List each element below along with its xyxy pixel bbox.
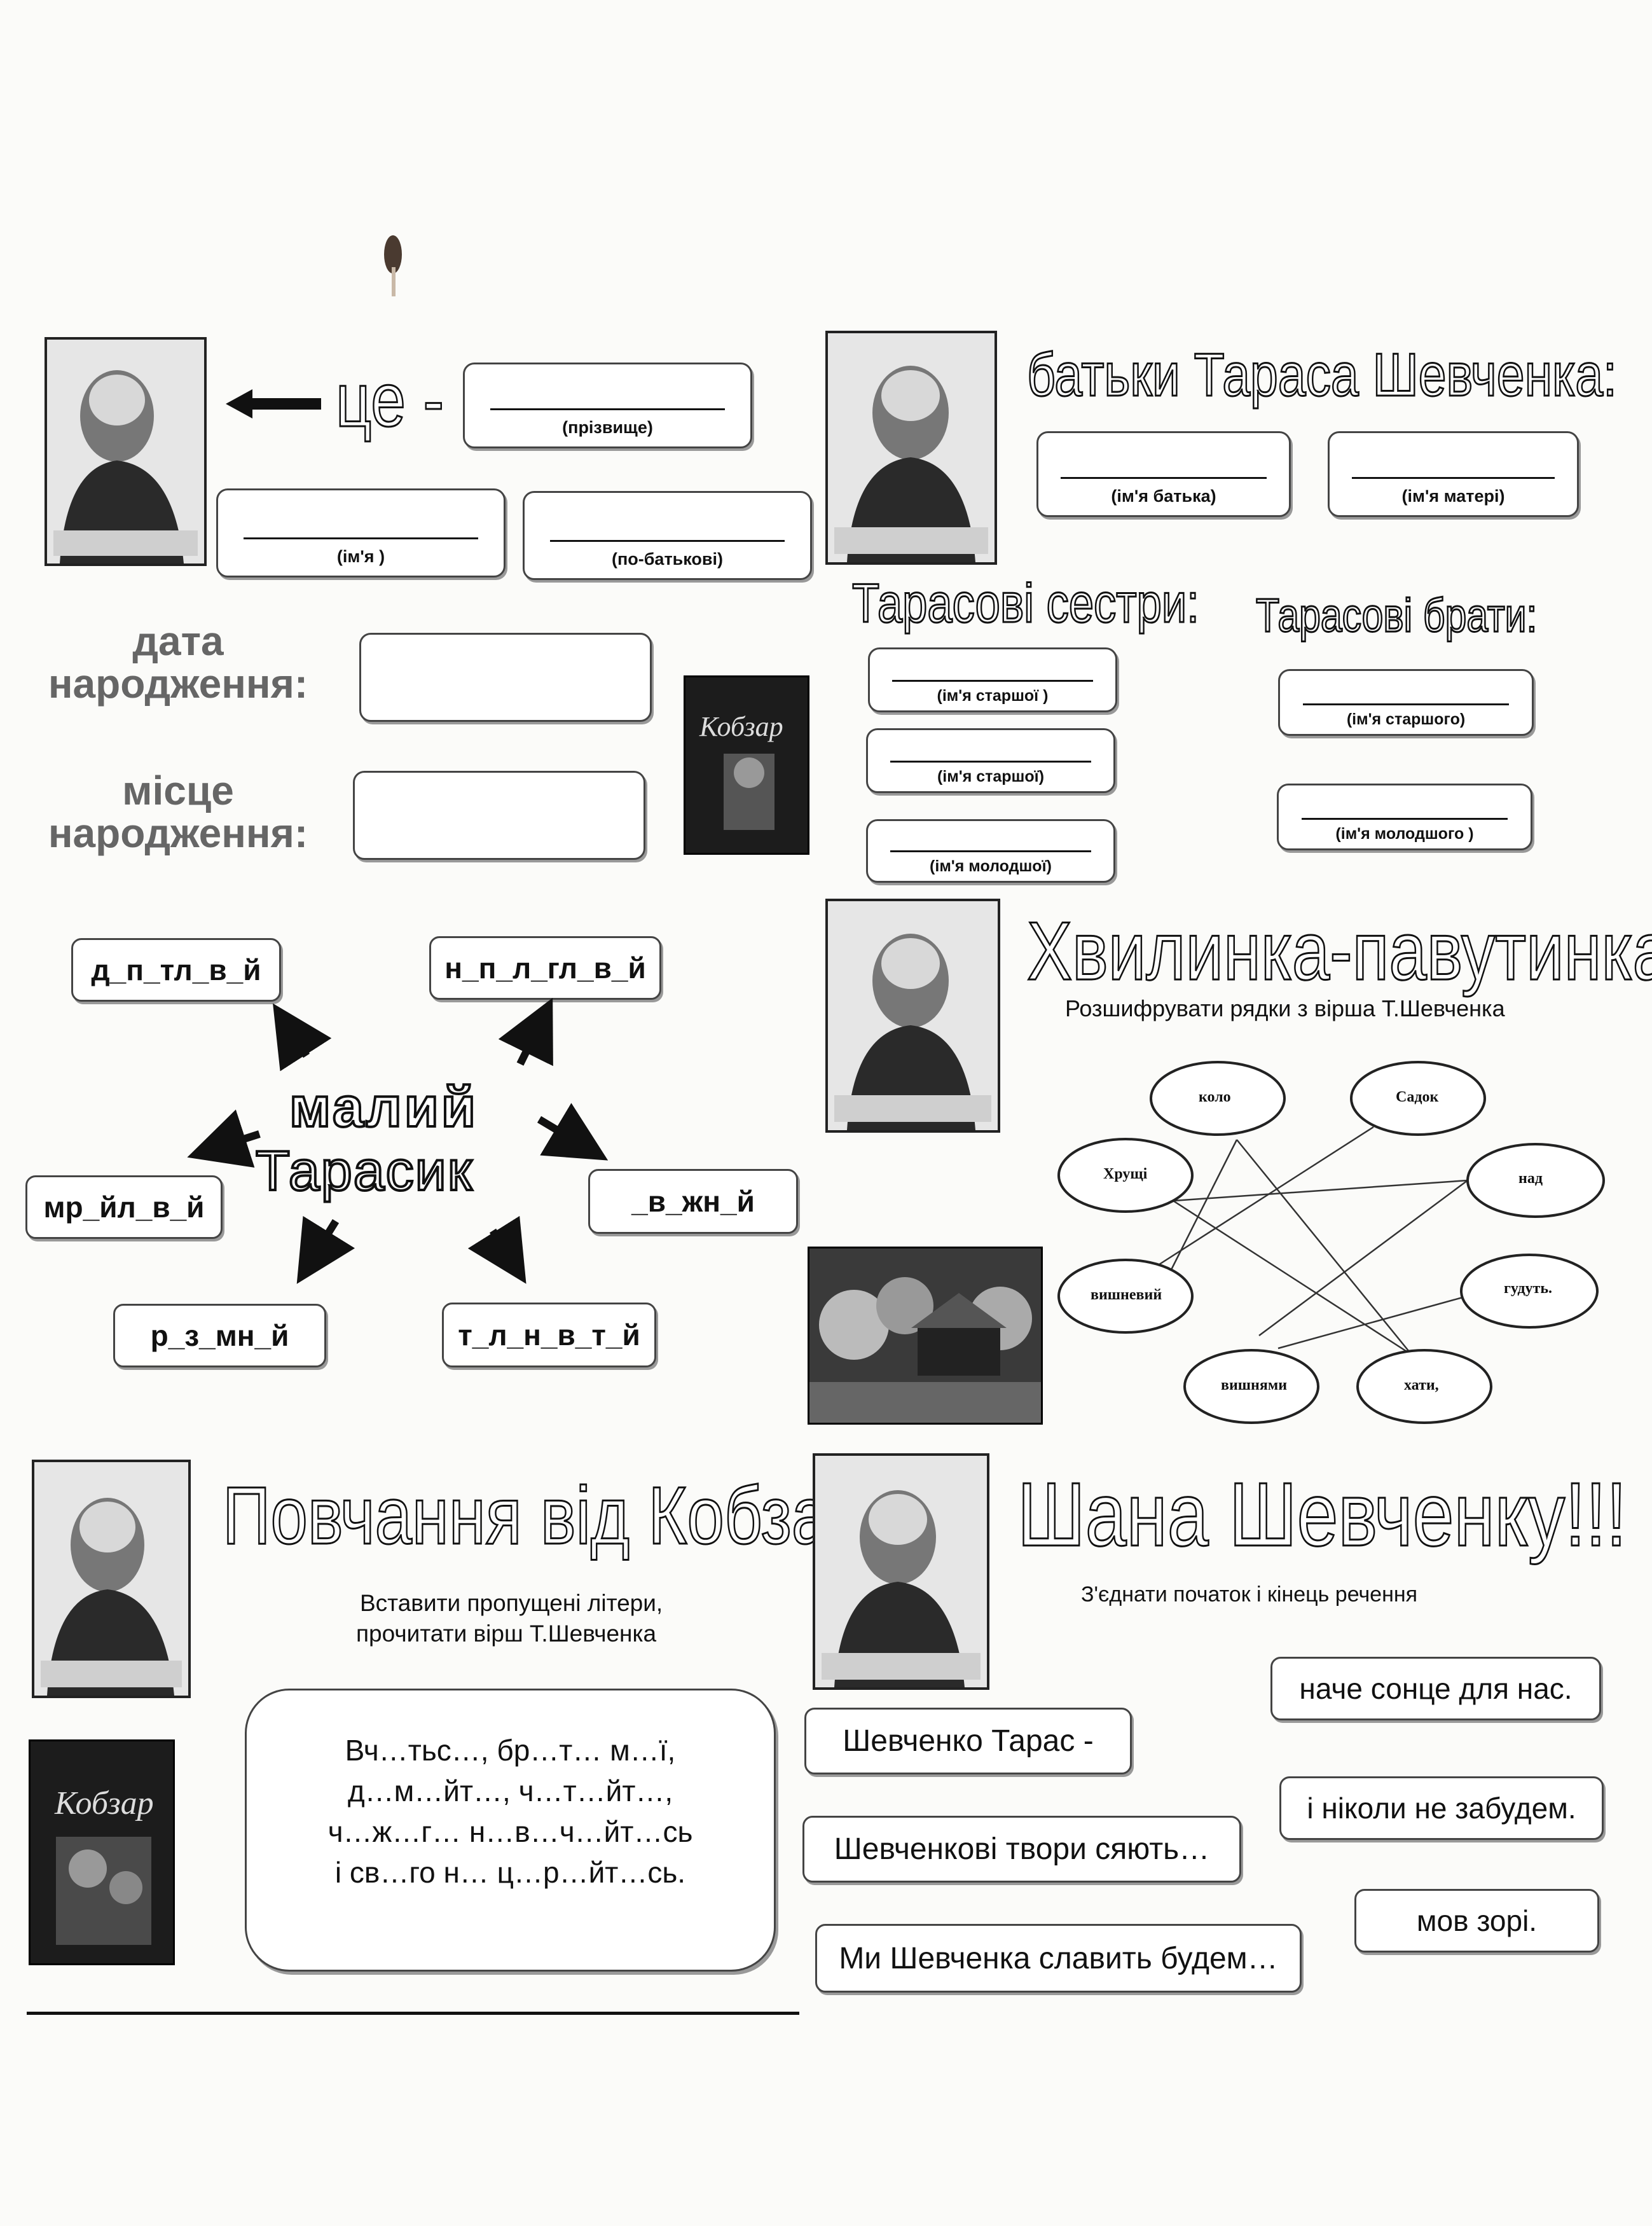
web-node: коло	[1199, 1089, 1231, 1105]
web-node: вишнями	[1221, 1377, 1288, 1393]
mother-caption: (ім'я матері)	[1401, 487, 1505, 506]
word-box[interactable]: мр_йл_в_й	[25, 1175, 223, 1239]
word-box[interactable]: д_п_тл_в_й	[71, 938, 281, 1002]
web-node: хати,	[1404, 1377, 1439, 1393]
word-box[interactable]: т_л_н_в_т_й	[442, 1303, 656, 1367]
birth-date-field[interactable]	[359, 633, 652, 722]
word-box[interactable]: н_п_л_гл_в_й	[429, 936, 661, 1000]
patronymic-field[interactable]: (по-батькові)	[523, 491, 812, 580]
younger-sister-caption: (ім'я молодшої)	[930, 857, 1052, 875]
divider-line	[27, 2012, 799, 2015]
web-node: Хрущі	[1103, 1166, 1148, 1182]
kobzar-book-image: Кобзар	[29, 1739, 175, 1965]
honor-instruction: З'єднати початок і кінець речення	[1081, 1582, 1418, 1607]
surname-field[interactable]: (прізвище)	[463, 363, 752, 448]
word-web-diagram: коло Садок Хрущі над вишневий гудуть. ви…	[1056, 1049, 1615, 1444]
shevchenko-portrait	[45, 337, 207, 566]
left-arrow-icon	[226, 388, 321, 420]
lessons-instruction-line2: прочитати вірш Т.Шевченка	[356, 1621, 657, 1647]
kobzar-book-title: Кобзар	[699, 711, 783, 742]
sentence-end[interactable]: наче сонце для нас.	[1270, 1657, 1601, 1720]
web-title: Хвилинка-павутинка	[1026, 904, 1652, 999]
poem-line: Вч…тьс…, бр…т… м…ї,	[345, 1734, 676, 1767]
village-painting-image	[808, 1247, 1043, 1425]
younger-brother-caption: (ім'я молодшого )	[1335, 825, 1474, 843]
center-word-line1: малий	[288, 1074, 478, 1140]
younger-sister-field[interactable]: (ім'я молодшої)	[866, 819, 1115, 883]
pin-mark	[380, 229, 408, 299]
sentence-start[interactable]: Шевченко Тарас -	[804, 1708, 1132, 1774]
brothers-title: Тарасові брати:	[1255, 588, 1538, 643]
sentence-end[interactable]: і ніколи не забудем.	[1279, 1776, 1604, 1840]
birth-place-field[interactable]	[353, 771, 645, 860]
mother-name-field[interactable]: (ім'я матері)	[1328, 431, 1579, 517]
name-caption: (ім'я )	[336, 547, 385, 566]
poem-box: Вч…тьс…, бр…т… м…ї, д…м…йт…, ч…т…йт…, ч……	[245, 1689, 776, 1972]
web-subtitle: Розшифрувати рядки з вірша Т.Шевченка	[1065, 995, 1505, 1021]
center-word-line2: Тарасик	[254, 1138, 474, 1203]
poem-line: д…м…йт…, ч…т…йт…,	[347, 1774, 673, 1808]
web-node: гудуть.	[1504, 1280, 1553, 1297]
poem-line: і св…го н… ц…р…йт…сь.	[334, 1856, 686, 1889]
lessons-instruction-line1: Вставити пропущені літери,	[360, 1590, 663, 1616]
parents-title: батьки Тараса Шевченка:	[1026, 340, 1618, 410]
kobzar-book-title: Кобзар	[55, 1785, 154, 1822]
lessons-title: Повчання від Кобзаря	[222, 1470, 902, 1563]
sisters-title: Тарасові сестри:	[851, 572, 1200, 635]
shevchenko-portrait	[813, 1453, 989, 1690]
shevchenko-portrait	[825, 331, 997, 565]
name-field[interactable]: (ім'я )	[216, 488, 506, 577]
elder-brother-caption: (ім'я старшого)	[1346, 710, 1466, 728]
honor-title: Шана Шевченку!!!	[1017, 1463, 1628, 1566]
patronymic-caption: (по-батькові)	[611, 550, 724, 569]
web-node: вишневий	[1091, 1287, 1162, 1303]
kobzar-book-image: Кобзар	[684, 675, 809, 855]
sentence-end[interactable]: мов зорі.	[1354, 1889, 1599, 1953]
second-sister-field[interactable]: (ім'я старшої)	[866, 728, 1115, 793]
surname-caption: (прізвище)	[562, 418, 653, 437]
younger-brother-field[interactable]: (ім'я молодшого )	[1277, 784, 1532, 850]
shevchenko-portrait	[32, 1460, 191, 1698]
second-sister-caption: (ім'я старшої)	[937, 768, 1045, 785]
elder-sister-field[interactable]: (ім'я старшої )	[868, 647, 1117, 712]
sentence-start[interactable]: Ми Шевченка славить будем…	[815, 1924, 1302, 1993]
web-node: над	[1518, 1170, 1543, 1187]
elder-sister-caption: (ім'я старшої )	[937, 687, 1049, 705]
father-caption: (ім'я батька)	[1111, 487, 1216, 506]
arrow-text: це -	[335, 357, 445, 444]
elder-brother-field[interactable]: (ім'я старшого)	[1278, 669, 1534, 736]
word-box[interactable]: _в_жн_й	[588, 1169, 798, 1234]
word-box[interactable]: р_з_мн_й	[113, 1304, 326, 1367]
poem-line: ч…ж…г… н…в…ч…йт…сь	[327, 1815, 693, 1848]
father-name-field[interactable]: (ім'я батька)	[1036, 431, 1291, 517]
sentence-start[interactable]: Шевченкові твори сяють…	[802, 1816, 1241, 1883]
shevchenko-portrait	[825, 899, 1000, 1133]
web-node: Садок	[1396, 1089, 1439, 1105]
